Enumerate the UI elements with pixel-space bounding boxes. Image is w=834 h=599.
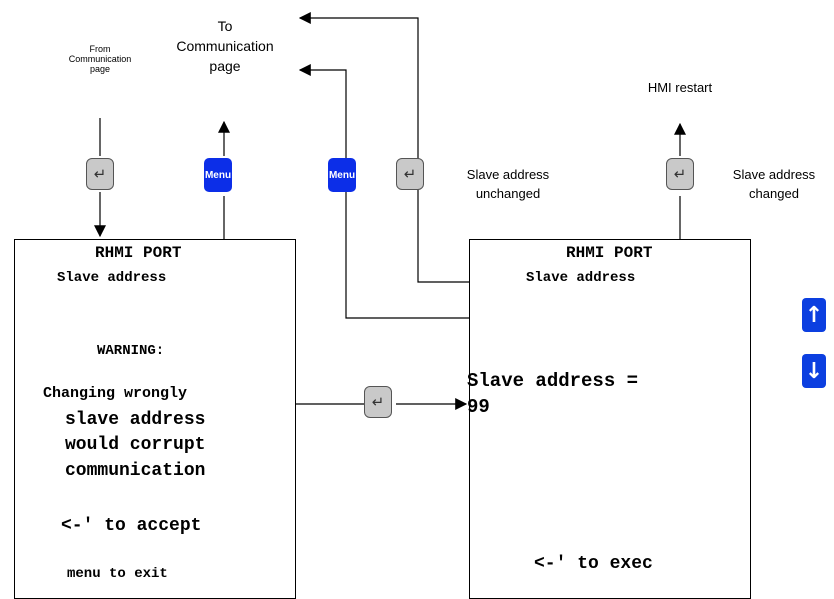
menu-button-right[interactable]: Menu bbox=[328, 158, 356, 192]
exec-hint: <-' to exec bbox=[534, 554, 653, 574]
warning-line: Changing wrongly bbox=[43, 385, 188, 402]
exit-hint: menu to exit bbox=[67, 566, 168, 582]
arrow-down-icon[interactable]: ↓ bbox=[802, 354, 826, 388]
warning-line: slave address bbox=[65, 410, 206, 430]
enter-key-icon[interactable]: ↵ bbox=[396, 158, 424, 190]
enter-key-icon[interactable]: ↵ bbox=[364, 386, 392, 418]
enter-key-icon[interactable]: ↵ bbox=[86, 158, 114, 190]
address-value[interactable]: 99 bbox=[467, 396, 490, 418]
screen-title: RHMI PORT bbox=[95, 244, 182, 262]
slave-unchanged-label: Slave address unchanged bbox=[466, 167, 550, 201]
enter-key-icon[interactable]: ↵ bbox=[666, 158, 694, 190]
screen-title: RHMI PORT bbox=[566, 244, 653, 262]
screen-subtitle: Slave address bbox=[57, 270, 167, 286]
to-communication-label: To Communication page bbox=[176, 18, 274, 74]
left-screen: RHMI PORT Slave address WARNING: Changin… bbox=[14, 239, 296, 599]
screen-subtitle: Slave address bbox=[526, 270, 636, 286]
arrow-up-icon[interactable]: ↑ bbox=[802, 298, 826, 332]
hmi-restart-label: HMI restart bbox=[647, 80, 713, 95]
warning-title: WARNING: bbox=[97, 343, 165, 359]
unchanged-path bbox=[298, 12, 470, 283]
accept-hint: <-' to accept bbox=[61, 516, 202, 536]
address-label: Slave address = bbox=[467, 370, 639, 392]
warning-line: would corrupt bbox=[65, 435, 206, 455]
from-communication-label: From Communication page bbox=[68, 44, 132, 74]
right-screen: RHMI PORT Slave address Slave address = … bbox=[467, 239, 751, 599]
menu-path bbox=[298, 64, 470, 319]
menu-button-left[interactable]: Menu bbox=[204, 158, 232, 192]
slave-changed-label: Slave address changed bbox=[732, 167, 816, 201]
warning-line: communication bbox=[65, 461, 206, 481]
